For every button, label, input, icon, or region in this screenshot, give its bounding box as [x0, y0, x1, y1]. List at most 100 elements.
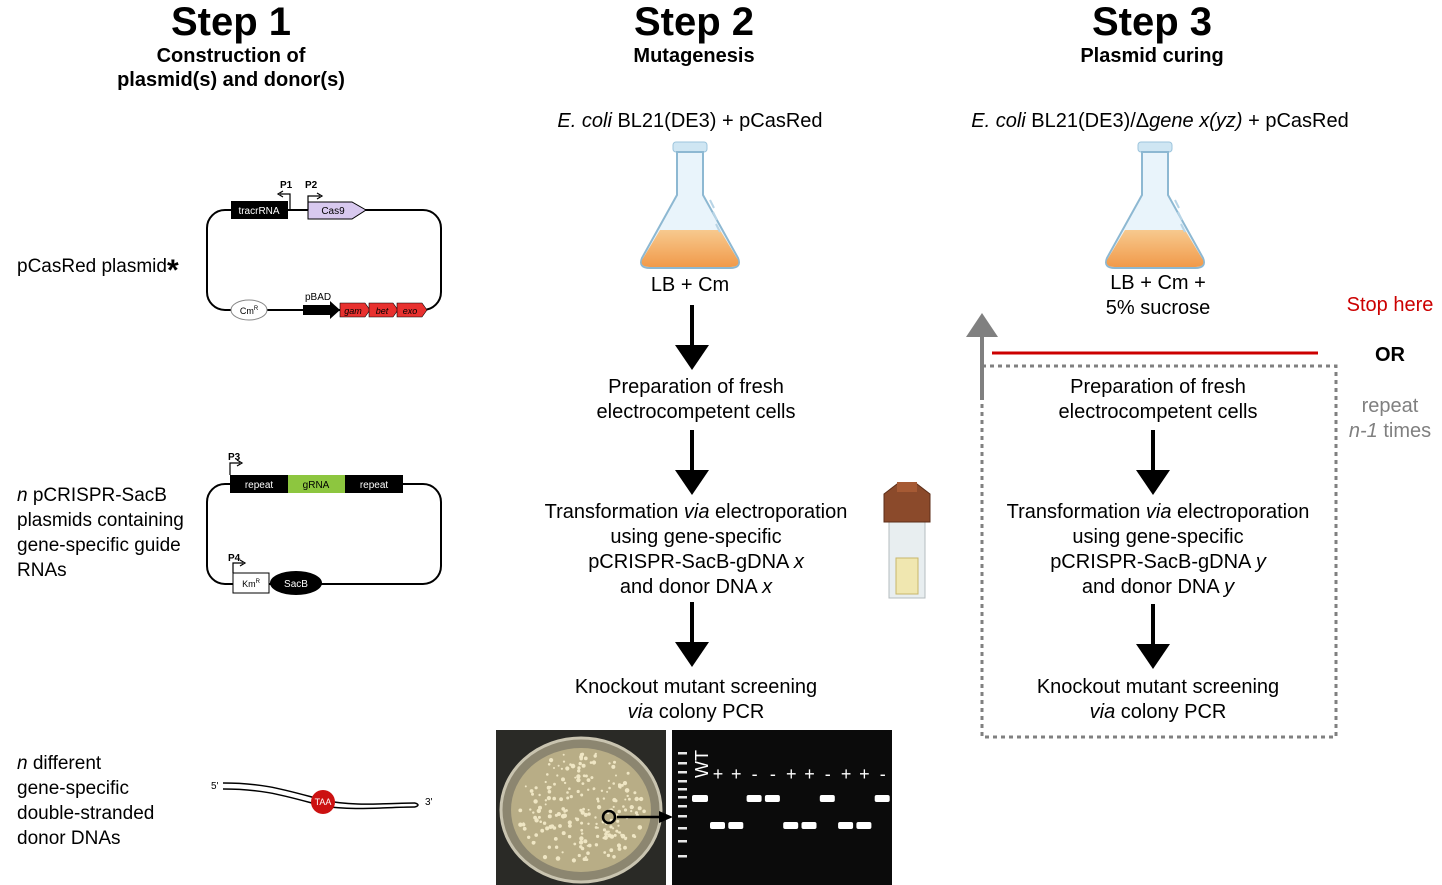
- colony: [570, 763, 576, 769]
- step1-title: Step 1: [170, 0, 292, 44]
- colony: [617, 847, 622, 851]
- flask-icon: [640, 141, 740, 269]
- colony: [579, 845, 583, 849]
- colony: [566, 791, 569, 794]
- svg-text:5': 5': [211, 781, 219, 792]
- colony: [600, 789, 604, 792]
- stop-here-label: Stop here: [1346, 294, 1434, 316]
- colony: [548, 809, 553, 814]
- colony: [596, 797, 600, 801]
- colony: [536, 809, 541, 813]
- svg-text:Cas9: Cas9: [321, 206, 345, 217]
- colony: [612, 805, 615, 808]
- gel-band: [838, 822, 854, 829]
- colony: [561, 807, 565, 811]
- gel-image: WT ++--++-++-: [672, 730, 892, 885]
- arrow-down-icon: [675, 602, 709, 667]
- colony: [623, 808, 628, 812]
- colony: [561, 777, 565, 782]
- colony: [563, 781, 567, 785]
- arrow-down-icon: [675, 305, 709, 370]
- arrow-down-icon: [1136, 604, 1170, 669]
- colony: [607, 779, 610, 782]
- colony: [549, 758, 554, 763]
- arrow-down-icon: [675, 430, 709, 495]
- cuvette-icon: [883, 482, 931, 599]
- colony: [634, 796, 639, 802]
- donor-label: n different gene-specific double-strande…: [17, 753, 155, 849]
- colony: [573, 842, 577, 846]
- colony: [565, 766, 570, 771]
- ladder-band: [678, 815, 687, 818]
- colony: [552, 826, 557, 830]
- colony: [584, 774, 588, 778]
- mut-transformation: Transformation via electroporation using…: [544, 501, 848, 598]
- colony: [522, 826, 527, 831]
- colony: [577, 769, 581, 773]
- ladder-band: [678, 780, 687, 783]
- colony: [585, 858, 589, 861]
- colony: [595, 822, 598, 826]
- colony: [587, 812, 591, 816]
- colony: [580, 821, 584, 825]
- colony: [580, 828, 584, 832]
- colony: [634, 811, 638, 815]
- gel-lane-label: +: [731, 764, 742, 784]
- colony: [561, 831, 566, 836]
- svg-text:P2: P2: [305, 180, 318, 191]
- colony: [592, 787, 596, 790]
- colony: [624, 798, 627, 801]
- colony: [534, 833, 538, 837]
- mut-strain: E. coli BL21(DE3) + pCasRed: [557, 110, 823, 132]
- colony: [547, 814, 552, 819]
- gel-lane-label: +: [841, 764, 852, 784]
- gel-band: [710, 822, 725, 829]
- colony: [540, 828, 545, 833]
- svg-text:tracrRNA: tracrRNA: [238, 206, 279, 217]
- colony: [630, 810, 633, 813]
- cure-medium: LB + Cm +5% sucrose: [1105, 272, 1211, 319]
- colony: [547, 845, 551, 849]
- svg-text:gRNA: gRNA: [303, 480, 330, 491]
- colony: [611, 764, 616, 769]
- colony: [620, 783, 624, 787]
- colony: [538, 793, 541, 797]
- colony: [612, 782, 615, 785]
- colony: [529, 808, 532, 811]
- colony: [582, 857, 587, 861]
- arrow-down-icon: [1136, 430, 1170, 495]
- ladder-band: [678, 855, 687, 858]
- gel-lane-label: -: [752, 764, 758, 784]
- colony: [529, 789, 534, 793]
- gel-band: [746, 795, 762, 802]
- pcrispr-label: n pCRISPR-SacB plasmids containing gene-…: [17, 485, 184, 581]
- step2-subtitle: Mutagenesis: [633, 45, 755, 67]
- colony: [617, 831, 620, 834]
- colony: [553, 782, 556, 786]
- ladder-band: [678, 827, 687, 830]
- colony: [638, 797, 642, 801]
- colony: [568, 824, 572, 828]
- colony: [547, 763, 551, 766]
- gel-band: [764, 795, 780, 802]
- svg-text:gam: gam: [344, 306, 362, 316]
- colony: [587, 843, 592, 848]
- colony: [555, 856, 561, 861]
- gel-lane-label: -: [770, 764, 776, 784]
- colony: [617, 809, 621, 814]
- ladder-band: [678, 805, 687, 808]
- colony: [579, 808, 583, 812]
- colony: [587, 788, 590, 791]
- colony: [613, 760, 616, 764]
- svg-text:SacB: SacB: [284, 579, 308, 590]
- gel-band-wt: [692, 795, 708, 802]
- colony: [542, 855, 548, 860]
- colony: [624, 788, 630, 793]
- colony: [531, 792, 534, 796]
- colony: [587, 822, 590, 825]
- or-label: OR: [1375, 344, 1405, 366]
- colony: [628, 797, 631, 801]
- colony: [563, 810, 566, 813]
- tracrrna-box: [231, 201, 288, 219]
